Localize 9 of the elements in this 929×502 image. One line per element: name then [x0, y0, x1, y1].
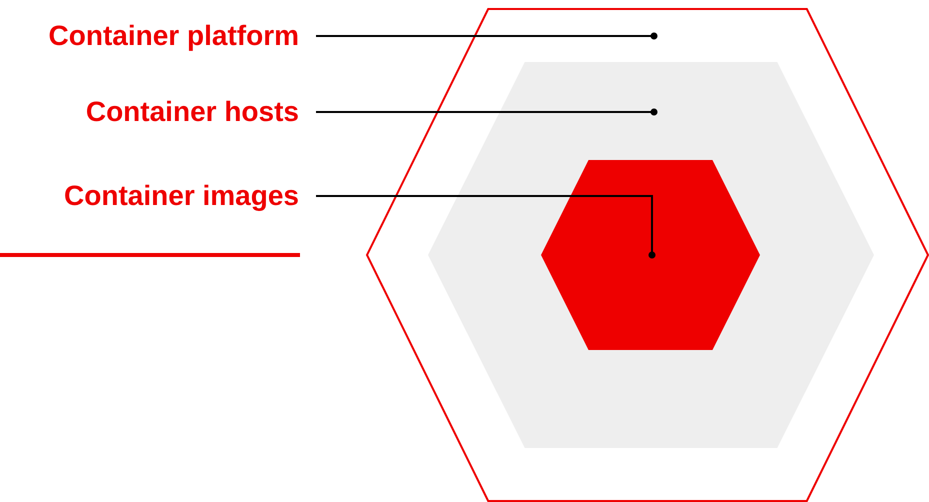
callout-label: Container platform [48, 19, 299, 53]
callout-label: Container hosts [86, 95, 299, 129]
outer-hexagon [366, 8, 929, 502]
leader-line [316, 195, 656, 258]
inner-hexagon [541, 160, 760, 350]
leader-line [316, 108, 658, 116]
leader-line [316, 32, 658, 40]
middle-hexagon [428, 62, 874, 448]
callout-label: Container images [64, 179, 299, 213]
